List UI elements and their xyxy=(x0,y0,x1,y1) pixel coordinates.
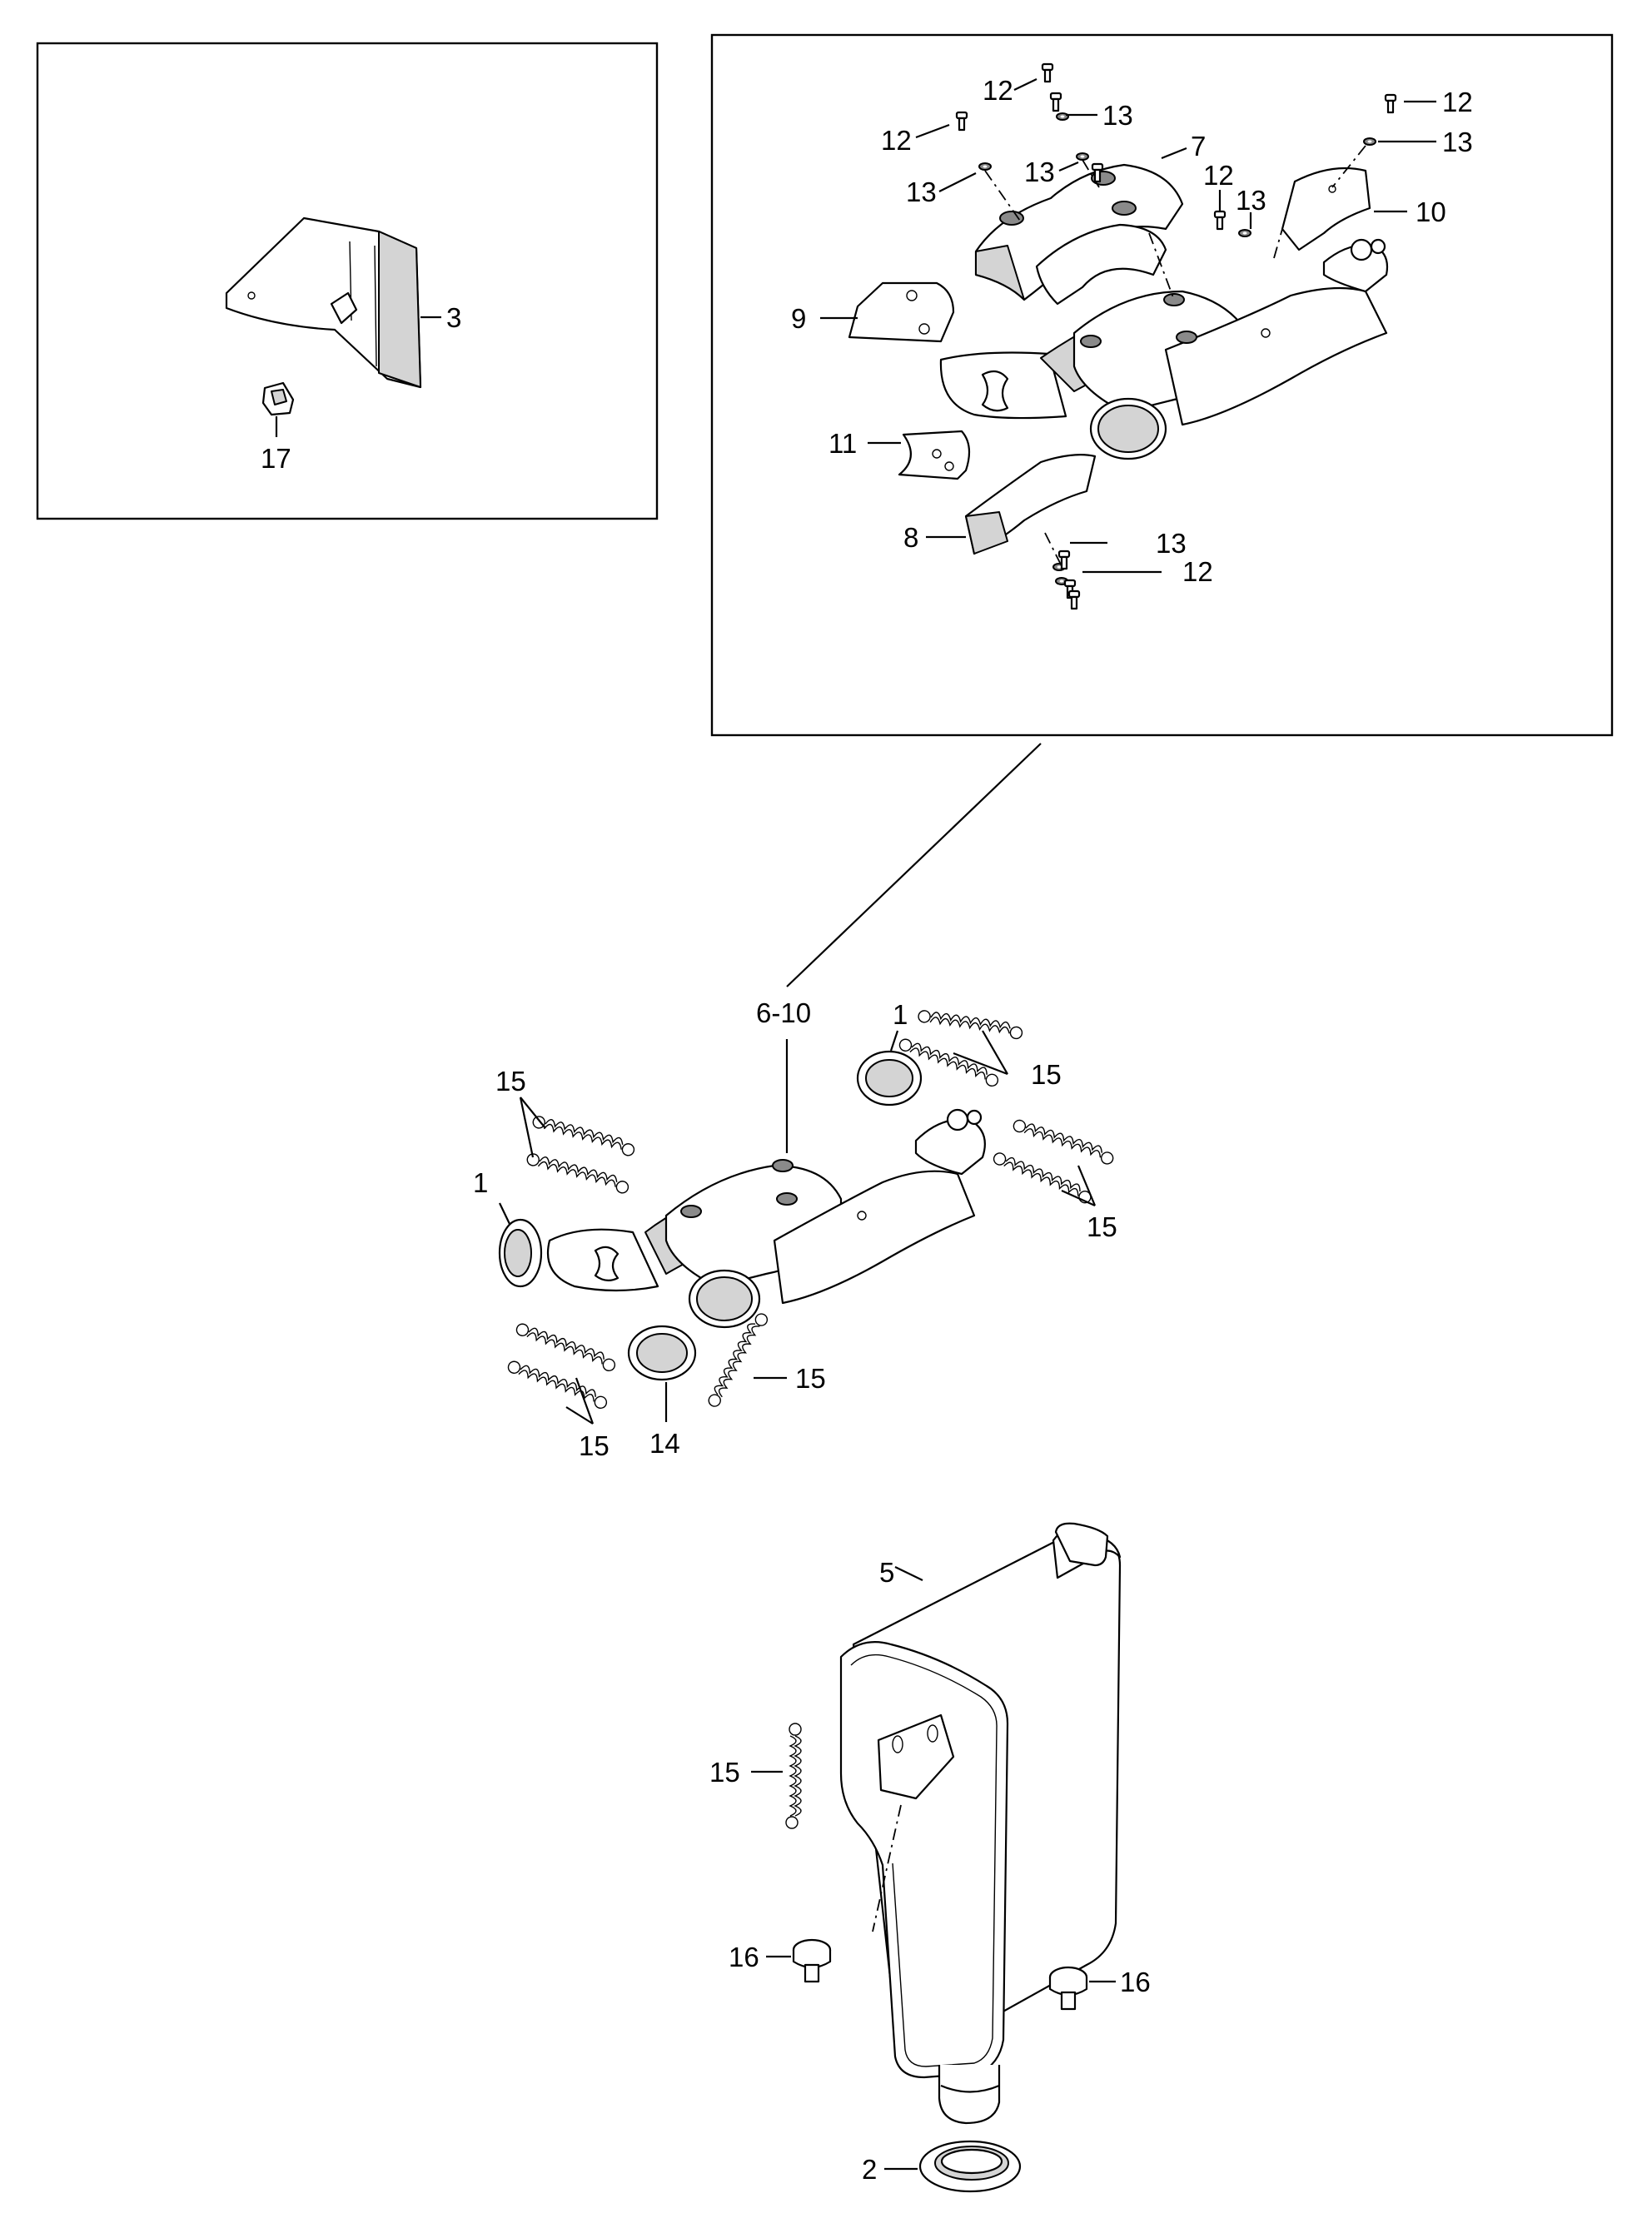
rubber-mount-part-16-left xyxy=(792,1938,832,1983)
callout-15-e: 15 xyxy=(795,1363,826,1394)
callout-12-d: 12 xyxy=(1203,160,1234,191)
gasket-part-1-upper xyxy=(856,1050,923,1107)
gasket-part-14 xyxy=(627,1325,697,1381)
callout-15-d: 15 xyxy=(579,1430,610,1461)
callout-14: 14 xyxy=(649,1428,680,1459)
callout-2: 2 xyxy=(862,2154,877,2185)
heat-shield-part-7 xyxy=(974,163,1184,306)
heat-shield-part-9 xyxy=(848,281,955,343)
heat-shield-part-8 xyxy=(964,454,1097,555)
callout-9: 9 xyxy=(791,303,806,334)
spring-part-15-r-1 xyxy=(1010,1118,1117,1166)
muffler-assembly: 5 15 16 16 2 xyxy=(709,1522,1151,2193)
callout-1-b: 1 xyxy=(473,1167,488,1198)
callout-5: 5 xyxy=(879,1557,894,1588)
callout-13-e: 13 xyxy=(1236,185,1266,216)
rubber-mount-part-16-right xyxy=(1048,1966,1088,2011)
manifold-assembly: 6-10 1 1 xyxy=(473,997,1117,1461)
callout-15-f: 15 xyxy=(709,1757,740,1788)
detail-connector-line xyxy=(786,743,1042,987)
callout-10: 10 xyxy=(1416,196,1446,227)
heat-shield-part-10 xyxy=(1281,167,1371,251)
callout-7: 7 xyxy=(1191,131,1206,162)
callout-13-f: 13 xyxy=(1156,528,1187,559)
detail-frame-manifold: 12 13 12 13 13 7 12 13 12 13 10 9 11 8 1… xyxy=(710,33,1614,737)
callout-17: 17 xyxy=(261,443,291,474)
callout-15-a: 15 xyxy=(1031,1059,1062,1090)
clip-part-17 xyxy=(261,381,295,416)
callout-8: 8 xyxy=(903,522,918,553)
spring-part-15-ll-2 xyxy=(505,1359,610,1411)
callout-16-b: 16 xyxy=(1120,1967,1151,1997)
callout-15-b: 15 xyxy=(495,1066,526,1097)
spring-part-15-ll-1 xyxy=(513,1321,619,1374)
callout-12-c: 12 xyxy=(1442,87,1473,117)
heat-shield-part-3 xyxy=(225,216,422,389)
spring-part-15-ur-1 xyxy=(916,1009,1024,1041)
callout-12-b: 12 xyxy=(881,125,912,156)
gasket-part-2 xyxy=(918,2140,1022,2193)
muffler-part-5 xyxy=(839,1522,1122,2125)
callout-12-a: 12 xyxy=(983,75,1013,106)
spring-part-15-muffler xyxy=(785,1723,802,1829)
manifold-pipe xyxy=(939,238,1389,460)
callout-13-b: 13 xyxy=(906,177,937,207)
callout-11: 11 xyxy=(828,428,857,459)
spring-part-15-r-2 xyxy=(990,1151,1095,1206)
gasket-part-1-left xyxy=(498,1218,543,1288)
spring-part-15-ul-2 xyxy=(524,1151,631,1196)
callout-13-c: 13 xyxy=(1024,157,1055,187)
callout-6-10: 6-10 xyxy=(756,997,811,1028)
heat-shield-part-11 xyxy=(898,430,971,480)
detail-frame-heat-shield: 3 17 xyxy=(36,42,659,520)
callout-16-a: 16 xyxy=(729,1942,759,1972)
callout-3: 3 xyxy=(446,302,461,333)
spring-part-15-ul-1 xyxy=(530,1114,637,1158)
callout-13-d: 13 xyxy=(1442,127,1473,157)
callout-13-a: 13 xyxy=(1102,100,1133,131)
callout-12-e: 12 xyxy=(1182,556,1213,587)
callout-15-c: 15 xyxy=(1087,1211,1117,1242)
callout-1-a: 1 xyxy=(893,999,908,1030)
